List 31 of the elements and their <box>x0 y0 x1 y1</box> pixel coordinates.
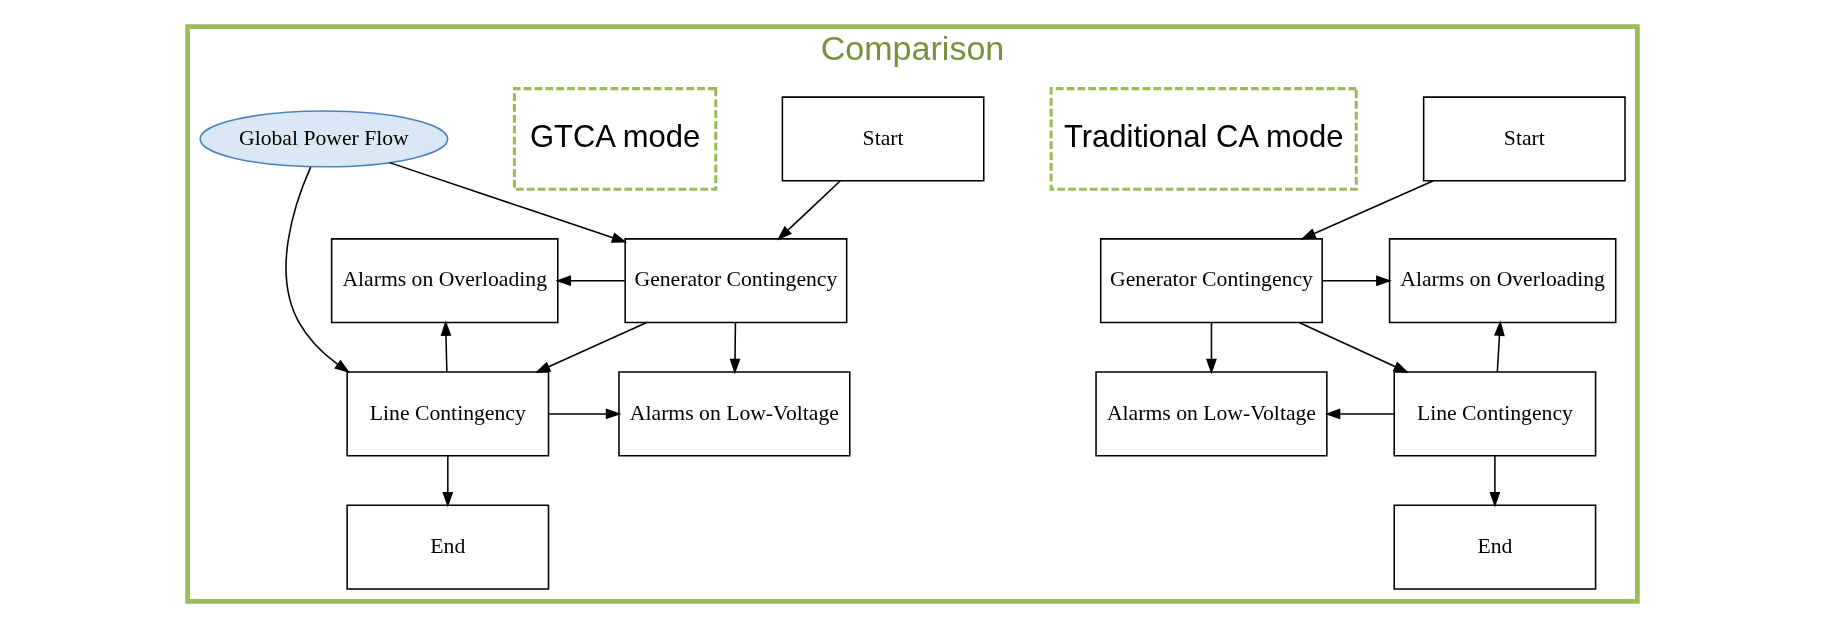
node-box: Line Contingency <box>345 371 549 457</box>
arrow <box>388 161 627 243</box>
arrow <box>440 320 451 373</box>
arrow <box>1298 321 1409 373</box>
node-box: Alarms on Overloading <box>330 238 559 324</box>
arrow <box>547 408 621 420</box>
node-box: Traditional CA mode <box>1049 87 1358 191</box>
arrow <box>729 321 740 375</box>
arrow <box>534 321 647 373</box>
node-box: GTCA mode <box>512 87 717 191</box>
node-box: Generator Contingency <box>1099 238 1323 324</box>
arrow <box>1493 320 1505 373</box>
arrow <box>1205 321 1217 375</box>
arrow <box>441 455 453 508</box>
arrow <box>776 180 841 241</box>
node-box: Alarms on Low-Voltage <box>617 371 851 457</box>
node-box: Start <box>781 96 985 182</box>
node-box: Start <box>1422 96 1626 182</box>
node-ellipse: Global Power Flow <box>198 110 448 168</box>
node-box: Alarms on Overloading <box>1388 238 1616 324</box>
arrow <box>1321 275 1392 287</box>
node-box: Line Contingency <box>1392 371 1596 457</box>
node-box: Alarms on Low-Voltage <box>1094 371 1328 457</box>
arrow <box>284 166 350 373</box>
arrow <box>555 275 625 287</box>
node-box: End <box>1392 504 1596 590</box>
node-box: End <box>345 504 549 590</box>
arrow <box>1299 180 1434 240</box>
arrow <box>1488 455 1500 508</box>
arrow <box>1324 408 1395 420</box>
node-box: Generator Contingency <box>623 238 847 324</box>
